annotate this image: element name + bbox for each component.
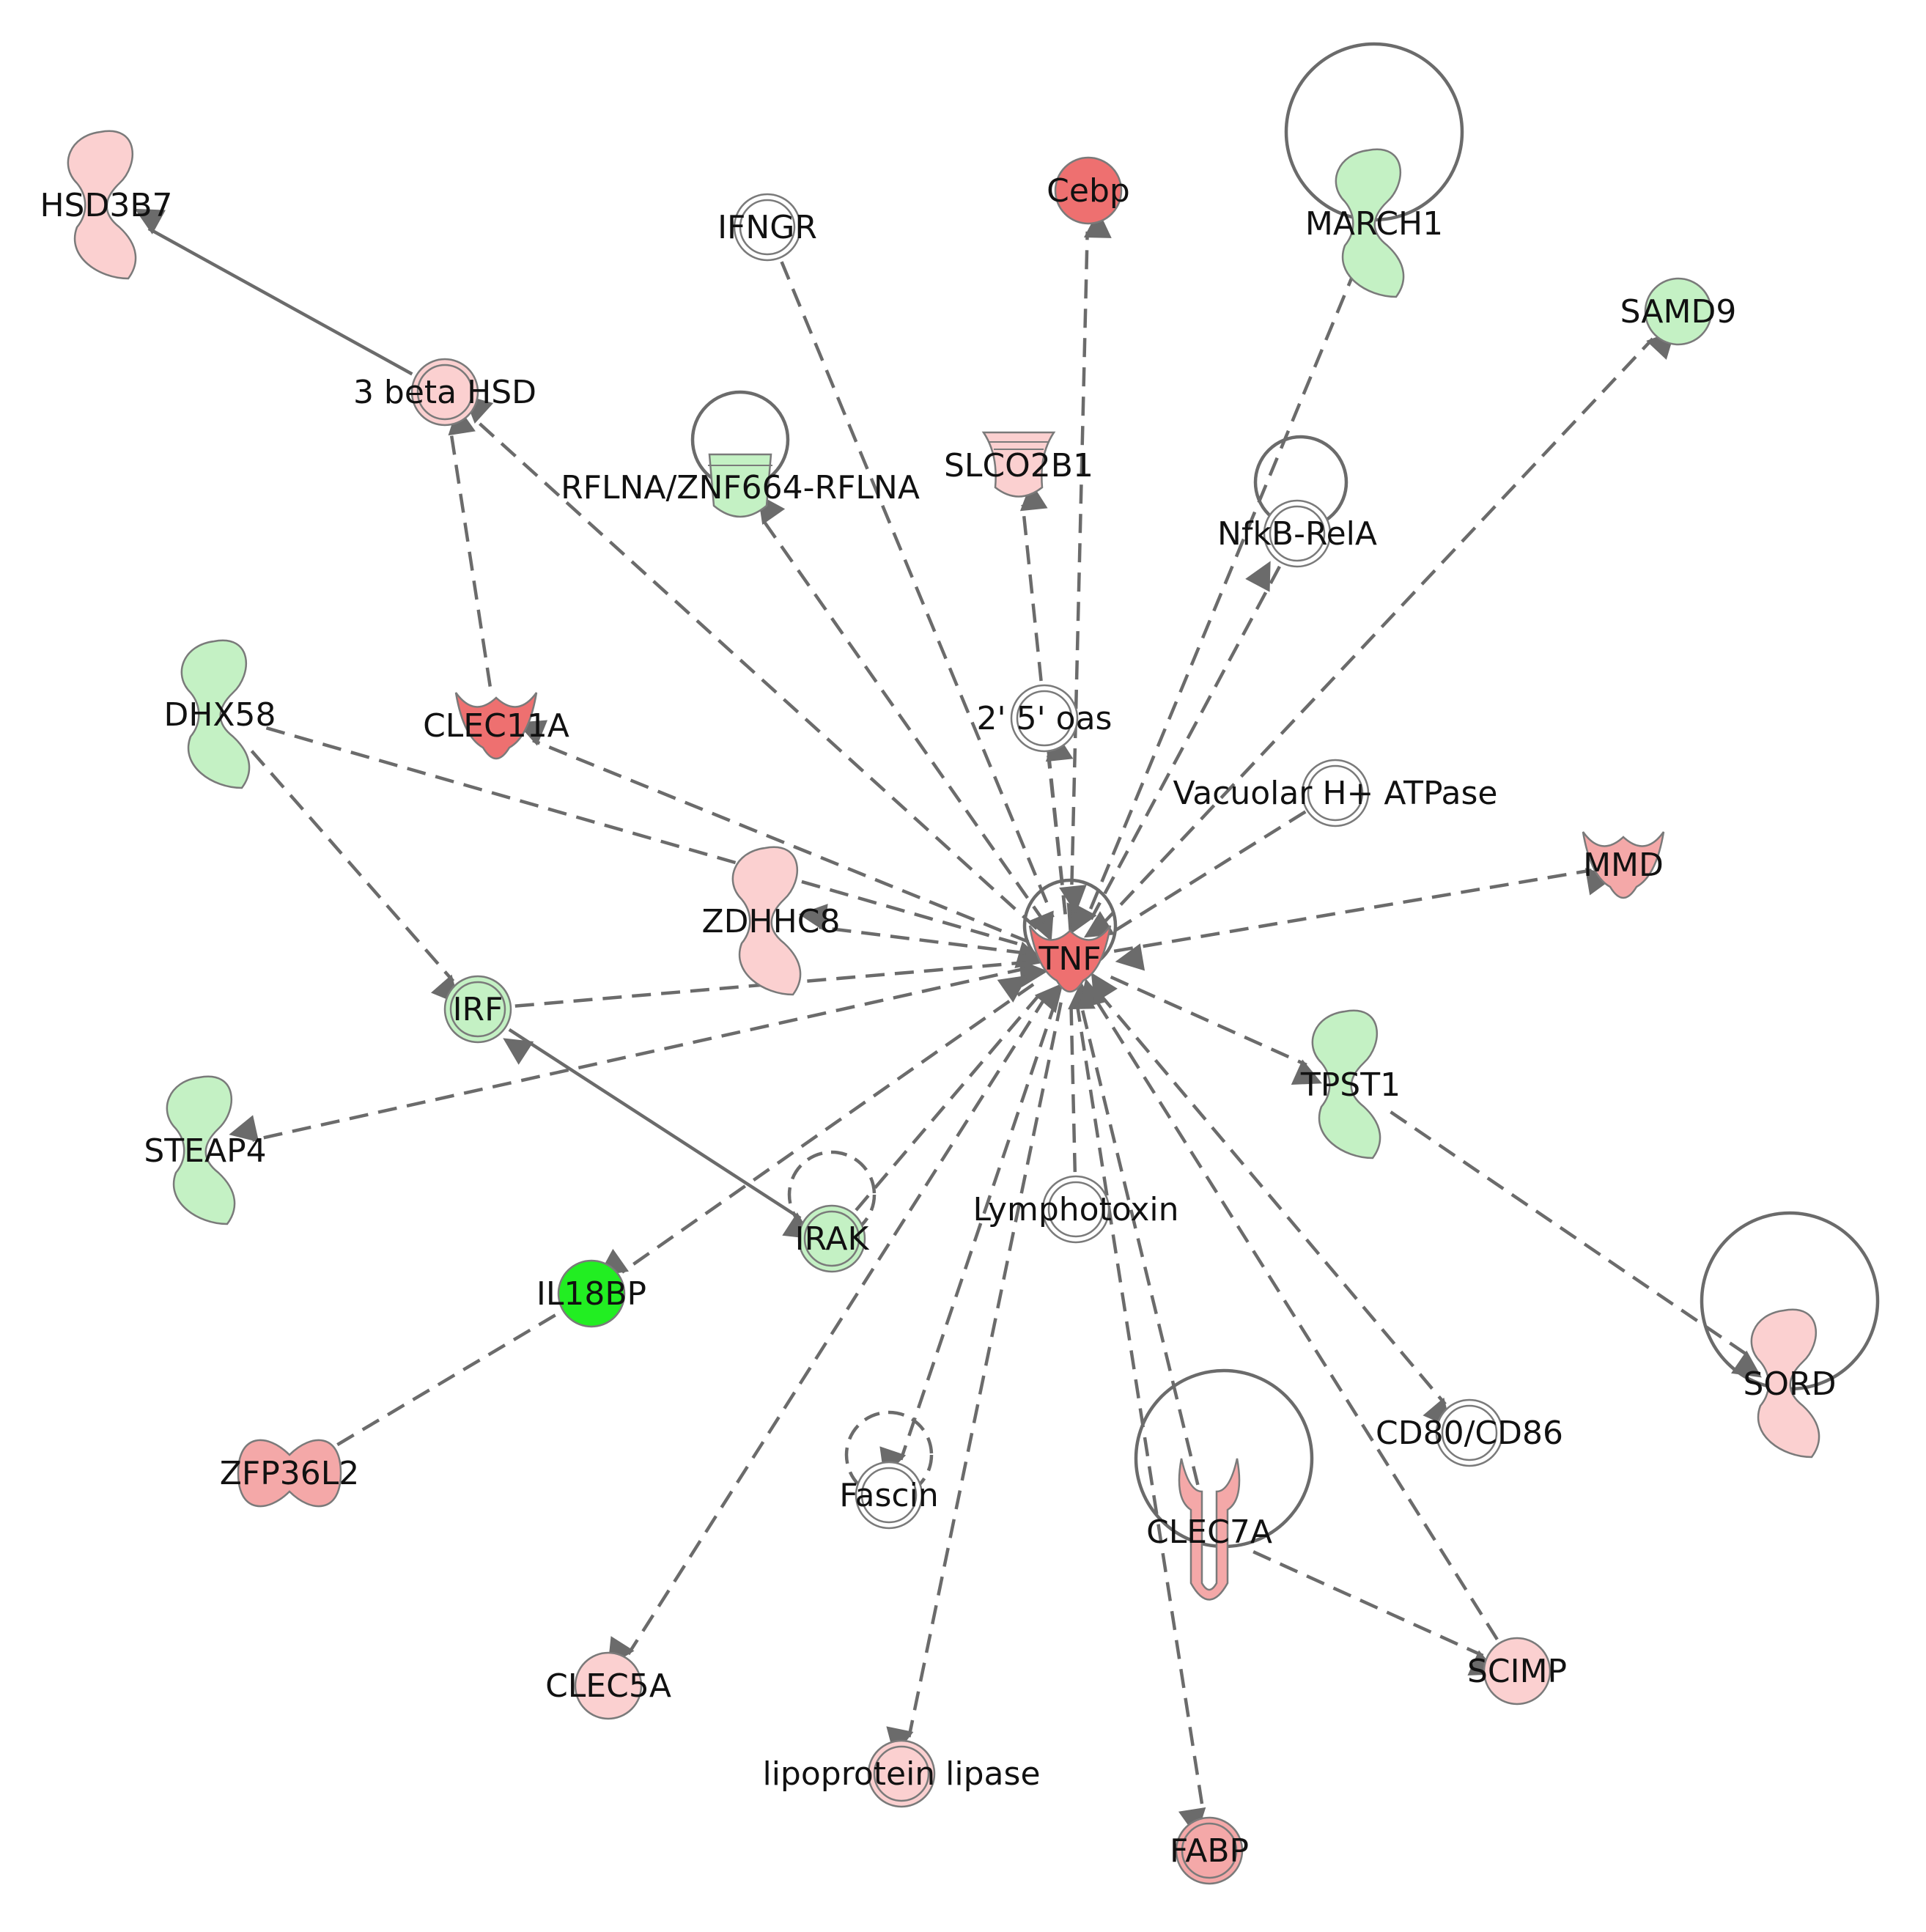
label-irak: IRAK — [795, 1220, 870, 1258]
label-fabp: FABP — [1170, 1832, 1249, 1870]
edge-clec11a-3betahsd — [448, 405, 492, 687]
edge-tnf-clec5a — [608, 995, 1048, 1667]
edge-tnf-fabp — [1075, 1002, 1206, 1837]
node-cd80[interactable] — [1435, 1398, 1504, 1467]
edge-tnf-fascin — [879, 1000, 1058, 1478]
label-tnf: TNF — [1038, 940, 1101, 978]
label-rflna: RFLNA/ZNF664-RFLNA — [561, 469, 920, 506]
edge-scimp-tnf — [1091, 972, 1499, 1640]
label-nfkb: NfkB-RelA — [1217, 515, 1377, 553]
node-nfkb[interactable] — [1263, 499, 1332, 568]
node-slco2b1[interactable] — [981, 431, 1056, 498]
label-clec5a: CLEC5A — [545, 1667, 671, 1705]
node-clec7a[interactable] — [1178, 1458, 1241, 1601]
edge-tnf-mmd — [1113, 868, 1615, 971]
edge-tpst1-sord — [1390, 1110, 1762, 1378]
node-il18bp[interactable] — [557, 1259, 626, 1328]
edge-clec7a-tnf — [1078, 978, 1200, 1486]
label-fascin: Fascin — [839, 1477, 938, 1514]
label-march1: MARCH1 — [1305, 205, 1443, 243]
edge-irf-irak — [503, 1028, 813, 1239]
node-oas[interactable] — [1010, 684, 1079, 753]
edge-nfkb-tnf — [1071, 561, 1281, 934]
edge-tnf-zdhhc8 — [798, 904, 1026, 955]
edge-tnf-cebp — [1069, 210, 1112, 915]
label-dhx58: DHX58 — [163, 696, 276, 734]
edge-tnf-samd9 — [1099, 330, 1675, 928]
node-samd9[interactable] — [1644, 277, 1713, 346]
edge-tnf-clec11a — [516, 720, 1030, 944]
node-steap4[interactable] — [166, 1075, 236, 1225]
label-oas: 2' 5' oas — [977, 700, 1113, 737]
node-irak[interactable] — [797, 1204, 866, 1273]
node-fabp[interactable] — [1175, 1816, 1244, 1885]
node-layer — [67, 130, 1820, 1885]
node-vatpase[interactable] — [1301, 759, 1370, 827]
node-3betahsd[interactable] — [410, 358, 479, 427]
edge-tnf-3betahsd — [463, 394, 1038, 930]
edge-layer — [134, 208, 1762, 1837]
edge-dhx58-tnf — [265, 726, 1045, 968]
node-cebp[interactable] — [1054, 156, 1123, 225]
label-ifngr: IFNGR — [717, 209, 817, 246]
label-scimp: SCIMP — [1467, 1653, 1567, 1690]
edge-clec7a-scimp — [1252, 1550, 1499, 1675]
node-mmd[interactable] — [1582, 831, 1665, 899]
node-rflna[interactable] — [708, 453, 772, 518]
node-clec11a[interactable] — [454, 692, 538, 760]
edge-irak-tnf — [855, 983, 1063, 1212]
node-lymphotoxin[interactable] — [1041, 1175, 1110, 1244]
edge-tnf-lpl — [886, 1002, 1063, 1757]
node-clec5a[interactable] — [574, 1651, 643, 1720]
label-lymphotoxin: Lymphotoxin — [973, 1191, 1178, 1228]
label-il18bp: IL18BP — [536, 1275, 646, 1313]
node-scimp[interactable] — [1483, 1637, 1552, 1706]
label-clec11a: CLEC11A — [423, 707, 569, 745]
label-cebp: Cebp — [1047, 172, 1130, 210]
edge-tnf-rflna — [758, 494, 1046, 923]
node-hsd3b7[interactable] — [67, 130, 137, 280]
label-lpl: lipoprotein lipase — [762, 1755, 1040, 1793]
label-mmd: MMD — [1583, 847, 1664, 884]
node-dhx58[interactable] — [180, 639, 251, 789]
node-sord[interactable] — [1750, 1308, 1820, 1459]
label-samd9: SAMD9 — [1620, 293, 1737, 331]
label-cd80: CD80/CD86 — [1376, 1415, 1563, 1452]
edge-ifngr-tnf — [780, 261, 1055, 942]
edge-tnf-tpst1 — [1110, 975, 1322, 1085]
edge-tnf-il18bp — [598, 975, 1035, 1276]
edge-tnf-cd80 — [1097, 992, 1452, 1428]
node-zdhhc8[interactable] — [731, 846, 802, 996]
node-fascin[interactable] — [855, 1461, 923, 1530]
label-hsd3b7: HSD3B7 — [40, 187, 172, 224]
node-zfp36l2[interactable] — [237, 1439, 342, 1508]
label-vatpase: Vacuolar H+ ATPase — [1173, 775, 1498, 812]
node-march1[interactable] — [1335, 148, 1405, 298]
edge-lymphotoxin-tnf — [1068, 981, 1096, 1173]
label-tpst1: TPST1 — [1300, 1066, 1401, 1104]
node-tnf[interactable] — [1028, 925, 1112, 993]
node-tpst1[interactable] — [1311, 1009, 1381, 1159]
label-3betahsd: 3 beta HSD — [353, 374, 536, 411]
label-zfp36l2: ZFP36L2 — [220, 1455, 359, 1492]
edge-tnf-oas — [1045, 732, 1087, 915]
label-steap4: STEAP4 — [144, 1132, 266, 1170]
node-lpl[interactable] — [867, 1739, 936, 1808]
label-irf: IRF — [453, 991, 503, 1028]
edge-3betahsd-hsd3b7 — [134, 208, 413, 376]
label-sord: SORD — [1743, 1365, 1836, 1403]
edge-irf-tnf — [514, 959, 1049, 1008]
edge-zfp36l2-il18bp — [336, 1311, 561, 1447]
label-layer: TNF HSD3B7 3 beta HSD IFNGR CebpMARCH1SAMD9R… — [40, 172, 1836, 1870]
edge-dhx58-irf — [250, 750, 460, 1005]
label-slco2b1: SLCO2B1 — [944, 447, 1093, 484]
label-zdhhc8: ZDHHC8 — [702, 903, 841, 940]
label-clec7a: CLEC7A — [1146, 1513, 1272, 1551]
node-irf[interactable] — [443, 975, 512, 1044]
self-loop-fascin — [844, 1410, 934, 1500]
node-ifngr[interactable] — [733, 193, 802, 262]
